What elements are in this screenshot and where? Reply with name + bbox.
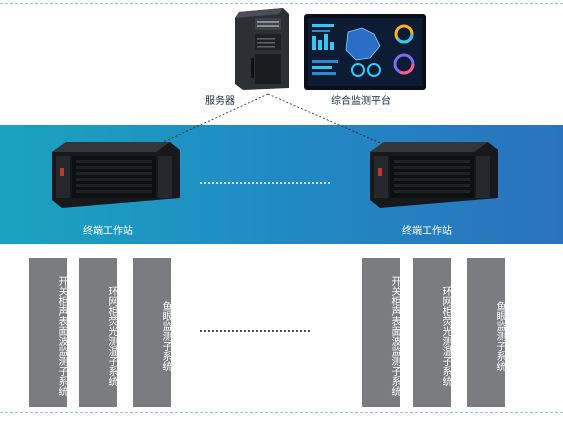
subsystem-column: 环网柜荧光测温子系统 <box>79 258 117 407</box>
workstation-label-left: 终端工作站 <box>83 226 133 237</box>
ellipsis-dots-columns <box>200 330 310 332</box>
workstation-label-right: 终端工作站 <box>402 226 452 237</box>
platform-label: 综合监测平台 <box>331 96 391 107</box>
workstation-rack-icon-left <box>52 142 180 208</box>
server-tower-icon <box>235 8 289 90</box>
bottom-dashed-divider <box>0 412 563 413</box>
subsystem-column: 开关柜声表面波监测子系统 <box>362 258 400 407</box>
platform-monitor-icon <box>304 14 426 90</box>
ellipsis-dots-band <box>200 182 330 184</box>
top-dashed-divider <box>0 3 563 4</box>
workstation-rack-icon-right <box>370 142 498 208</box>
subsystem-column: 鱼眼监测子系统 <box>467 258 505 407</box>
subsystem-column: 鱼眼监测子系统 <box>133 258 171 407</box>
server-label: 服务器 <box>205 96 235 107</box>
subsystem-column: 开关柜声表面波监测子系统 <box>29 258 67 407</box>
subsystem-column: 环网柜荧光测温子系统 <box>413 258 451 407</box>
